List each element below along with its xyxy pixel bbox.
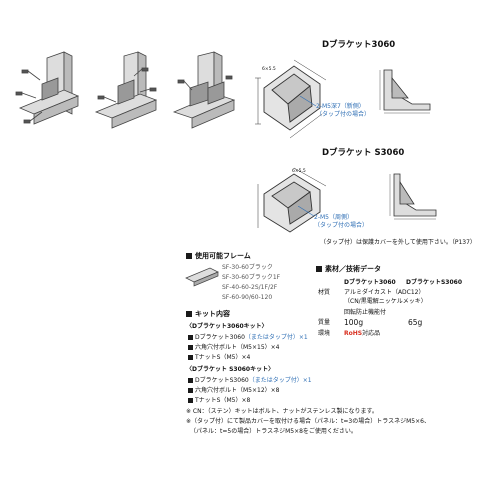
kit-s3060-title: 〈Dブラケット S3060キット〉: [186, 366, 275, 373]
material-label: 材質: [318, 289, 331, 296]
rohs-badge: RoHS: [344, 330, 363, 337]
rohs-compliance: RoHS対応品: [344, 330, 381, 337]
bullet: [188, 377, 193, 383]
frame-item: SF-30-60ブラック: [222, 264, 273, 271]
frame-profile-icon: [185, 267, 219, 287]
frame-list: SF-30-60ブラック SF-30-60ブラック1F SF-40-60-2S/…: [222, 264, 280, 301]
kit-item: Dブラケット3060（またはタップ付）×1: [188, 334, 308, 341]
bullet: [188, 397, 193, 403]
bullet: [188, 344, 193, 350]
kit-item: 六角穴付ボルト（M5×12）×8: [188, 387, 280, 394]
bullet: [188, 354, 193, 360]
d-bracket-s3060-heading: Dブラケット S3060: [322, 148, 405, 158]
leader-line-top: [300, 96, 317, 107]
tap-note-top: （タップ付の場合）: [316, 111, 371, 118]
protective-cover-note: （タップ付）は保護カバーを外して使用下さい。（P137）: [320, 239, 476, 246]
section-marker: [186, 311, 192, 317]
bullet: [188, 334, 193, 340]
dim-label-bottom: 6×5.5: [292, 169, 306, 174]
kit-item: DブラケットS3060（またはタップ付）×1: [188, 377, 312, 384]
usable-frame-header: 使用可能フレーム: [186, 252, 251, 261]
section-marker: [186, 253, 192, 259]
mass-s3060: 65g: [408, 318, 423, 327]
material-col-s3060: DブラケットS3060: [406, 279, 463, 286]
mass-3060: 100g: [344, 318, 364, 327]
material-value: アルミダイカスト（ADC12）: [344, 289, 425, 296]
assembly-illustration-1: [15, 51, 80, 125]
tap-note-bottom: （タップ付の場合）: [314, 222, 369, 229]
d-bracket-3060-side-view: [379, 69, 431, 114]
bullet: [188, 387, 193, 393]
d-bracket-s3060-drawing: [257, 167, 327, 233]
assembly-illustration-2: [94, 51, 158, 129]
kit-item: TナットS（M5）×8: [188, 397, 250, 404]
m5-spec-top: 2-M5深7（新側）: [316, 103, 365, 110]
mass-label: 質量: [318, 319, 331, 326]
note-line: ※ CN：（ステン）キットはボルト、ナットがステンレス製になります。: [186, 408, 378, 415]
environment-label: 環境: [318, 330, 331, 337]
leader-line-bottom: [298, 206, 315, 217]
note-line: ※（タップ付）にて製品カバーを取付ける場合（パネル：t=3の場合）トラスネジM5…: [186, 418, 430, 425]
frame-item: SF-60-90/60-120: [222, 294, 273, 301]
kit-item: 六角穴付ボルト（M5×15）×4: [188, 344, 280, 351]
kit-3060-title: 〈Dブラケット3060キット〉: [186, 323, 268, 330]
m5-spec-bottom: 2-M5（周側）: [314, 214, 353, 221]
kit-item: TナットS（M5）×4: [188, 354, 250, 361]
kit-contents-header: キット内容: [186, 310, 230, 319]
plating-value: （CN/黒電解ニッケルメッキ）: [344, 298, 427, 305]
assembly-illustration-3: [172, 51, 236, 129]
dim-label-top: 6×5.5: [262, 67, 276, 72]
frame-item: SF-40-60-2S/1F/2F: [222, 284, 278, 291]
material-header: 素材／技術データ: [316, 265, 381, 274]
material-col-3060: Dブラケット3060: [344, 279, 396, 286]
d-bracket-3060-heading: Dブラケット3060: [322, 40, 396, 50]
note-line: （パネル：t=5の場合）トラスネジM5×8をご使用ください。: [190, 428, 357, 435]
d-bracket-3060-drawing: [255, 59, 327, 139]
anti-rotation-feature: 回転防止機能付: [344, 309, 387, 316]
d-bracket-s3060-side-view: [389, 173, 437, 220]
section-marker: [316, 266, 322, 272]
frame-item: SF-30-60ブラック1F: [222, 274, 281, 281]
